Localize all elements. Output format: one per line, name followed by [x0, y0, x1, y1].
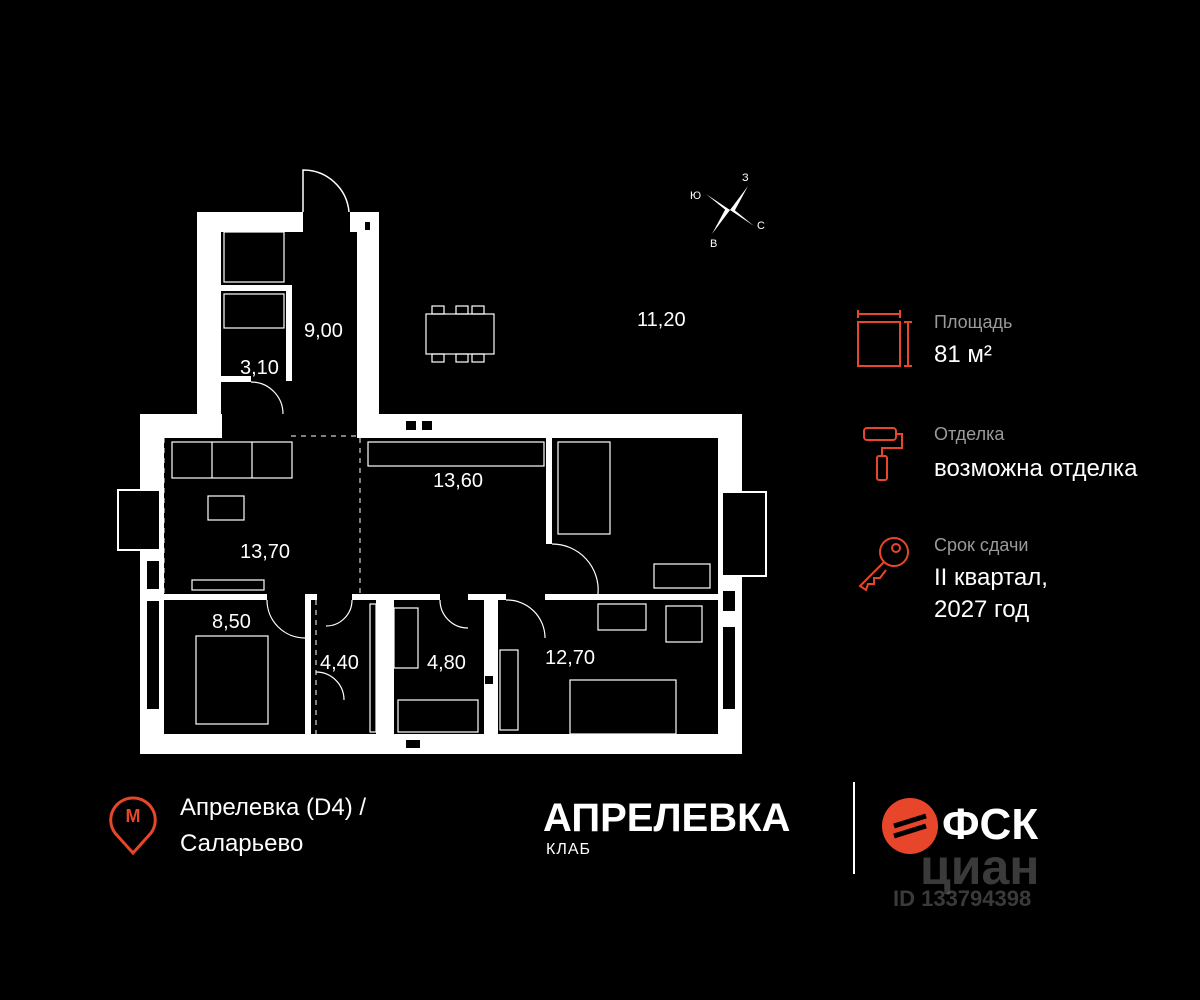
room-area-corridor: 4,40 — [320, 652, 359, 674]
room-area-bedroom-right-bottom: 12,70 — [545, 647, 596, 669]
finish-value: возможна отделка — [934, 455, 1138, 482]
compass-east: С — [757, 220, 765, 232]
brand-logo: АПРЕЛЕВКА — [543, 796, 791, 840]
compass-icon — [706, 186, 754, 234]
metro-icon — [109, 796, 157, 856]
room-area-bathroom-top: 3,10 — [240, 357, 279, 379]
room-area-bedroom-left: 8,50 — [212, 611, 251, 633]
compass-north: З — [742, 172, 749, 184]
compass-west: Ю — [690, 190, 702, 202]
area-icon — [857, 310, 912, 367]
metro-line2: Саларьево — [180, 830, 304, 857]
brand-sub: КЛАБ — [546, 841, 591, 858]
room-area-bathroom-bottom: 4,80 — [427, 652, 466, 674]
fsk-logo: ФСК — [942, 800, 1039, 849]
room-area-hall: 9,00 — [304, 320, 343, 342]
room-area-kitchen: 13,60 — [433, 470, 484, 492]
deadline-label: Срок сдачи — [934, 535, 1029, 555]
watermark-name: циан — [920, 839, 1040, 895]
deadline-line1: II квартал, — [934, 564, 1048, 591]
watermark-id: ID 133794398 — [893, 886, 1032, 911]
area-value: 81 м² — [934, 341, 992, 368]
fsk-logo-icon — [882, 798, 938, 854]
room-area-bedroom-right-top: 11,20 — [637, 309, 686, 331]
compass-south: В — [710, 238, 718, 250]
paint-roller-icon — [863, 427, 903, 481]
key-icon — [858, 537, 909, 592]
metro-icon-letter: М — [125, 806, 141, 826]
area-label: Площадь — [934, 312, 1013, 332]
room-area-living: 13,70 — [240, 541, 291, 563]
finish-label: Отделка — [934, 424, 1005, 444]
divider — [853, 782, 855, 874]
metro-line1: Апрелевка (D4) / — [180, 794, 367, 821]
deadline-line2: 2027 год — [934, 596, 1030, 623]
